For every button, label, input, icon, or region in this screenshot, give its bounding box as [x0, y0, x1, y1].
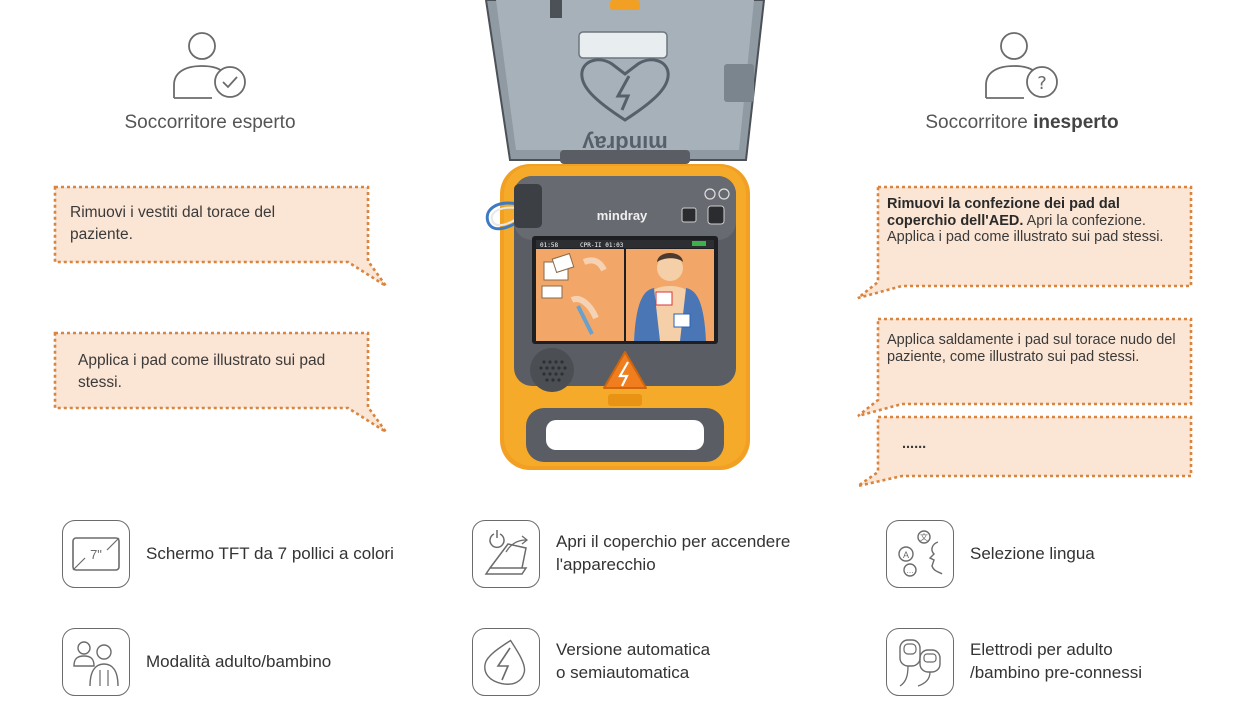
bubble-shape — [857, 317, 1193, 418]
svg-text:7": 7" — [90, 547, 102, 562]
svg-text:CPR-II 01:03: CPR-II 01:03 — [580, 242, 624, 249]
bubble-shape — [53, 185, 388, 288]
feature-label: Selezione lingua — [970, 543, 1095, 563]
bubble-text: Applica saldamente i pad sul torace nudo… — [887, 332, 1176, 365]
feature-language: 文 A … Selezione lingua — [886, 520, 1095, 588]
open-lid-power-icon — [472, 520, 540, 588]
aed-device-illustration: mindray mindray 01:58 CPR-II 01:03 — [484, 0, 766, 470]
bubble-shape — [53, 331, 388, 434]
shock-bolt-icon — [472, 628, 540, 696]
user-question-icon: ? — [985, 32, 1058, 99]
bubble-text: Rimuovi la confezione dei pad dal coperc… — [887, 196, 1164, 246]
expert-rescuer-header: Soccorritore esperto — [80, 30, 340, 134]
user-check-icon — [173, 32, 246, 99]
bubble-text: ...... — [902, 436, 927, 452]
feature-label: Elettrodi per adulto /bambino pre-connes… — [970, 640, 1142, 682]
screen-7-inch-icon: 7" — [62, 520, 130, 588]
svg-text:?: ? — [1037, 73, 1047, 94]
adult-child-icon — [62, 628, 130, 696]
feature-auto-semiauto: Versione automatica o semiautomatica — [472, 628, 710, 696]
feature-tft-screen: 7" Schermo TFT da 7 pollici a colori — [62, 520, 394, 588]
feature-label: Modalità adulto/bambino — [146, 651, 332, 671]
bubble-shape — [857, 415, 1193, 488]
svg-text:01:58: 01:58 — [540, 242, 558, 249]
feature-label: Apri il coperchio per accendere l'appare… — [556, 532, 791, 574]
aed-device-image: mindray mindray 01:58 CPR-II 01:03 — [484, 0, 766, 476]
electrodes-icon — [886, 628, 954, 696]
feature-label: Schermo TFT da 7 pollici a colori — [146, 543, 394, 563]
bubble-remove-pad-pack: Rimuovi la confezione dei pad dal coperc… — [856, 185, 1193, 300]
bubble-remove-clothes: Rimuovi i vestiti dal torace del pazient… — [53, 185, 388, 288]
svg-text:文: 文 — [920, 532, 928, 542]
novice-rescuer-label: Soccorritore inesperto — [925, 112, 1119, 133]
feature-adult-child: Modalità adulto/bambino — [62, 628, 331, 696]
bubble-text: Applica i pad come illustrato sui pad st… — [78, 352, 326, 392]
feature-electrodes: Elettrodi per adulto /bambino pre-connes… — [886, 628, 1142, 696]
bubble-apply-firmly: Applica saldamente i pad sul torace nudo… — [856, 317, 1193, 418]
bubble-ellipsis: ...... — [856, 415, 1193, 488]
expert-rescuer-label: Soccorritore esperto — [124, 112, 296, 133]
bubble-shape — [857, 185, 1193, 300]
feature-open-lid-power: Apri il coperchio per accendere l'appare… — [472, 520, 790, 588]
novice-rescuer-header: ? Soccorritore inesperto — [892, 30, 1152, 134]
bubble-apply-pads: Applica i pad come illustrato sui pad st… — [53, 331, 388, 434]
language-selection-icon: 文 A … — [886, 520, 954, 588]
svg-text:A: A — [903, 550, 909, 560]
svg-text:…: … — [907, 567, 914, 575]
bubble-text: Rimuovi i vestiti dal torace del pazient… — [70, 204, 276, 244]
feature-label: Versione automatica o semiautomatica — [556, 640, 711, 682]
svg-text:mindray: mindray — [597, 208, 648, 223]
